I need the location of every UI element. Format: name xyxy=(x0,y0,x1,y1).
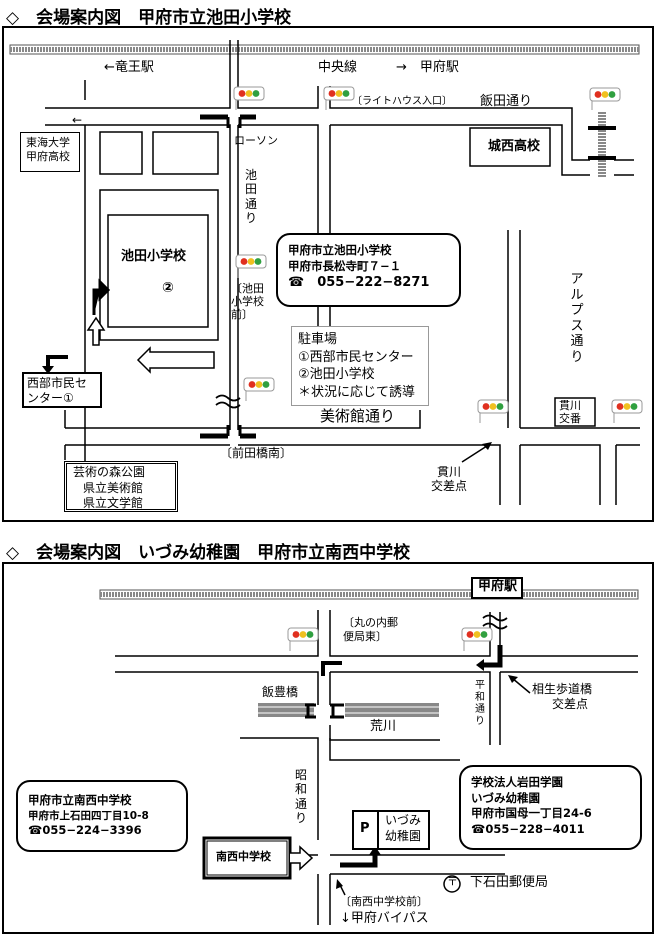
nansei-jhs-info-card: 甲府市立南西中学校 甲府市上石田四丁目10-8 ☎055−224−3396 xyxy=(16,780,188,852)
nishibu-line2: ンター① xyxy=(27,391,74,405)
map2-frame xyxy=(2,562,654,934)
nansei-jhs-building-label: 南西中学校 xyxy=(216,850,271,863)
izumi-info-phone: ☎055−228−4011 xyxy=(471,821,585,836)
izumi-box-line1: いづみ xyxy=(385,813,422,827)
aioi-footbridge-line2: 交差点 xyxy=(552,697,589,711)
showa-street-label: 昭和通り xyxy=(294,768,307,826)
parking-item-2: ②池田小学校 xyxy=(298,367,375,383)
izumi-info-address: 甲府市国母一丁目24-6 xyxy=(471,806,592,821)
shimoishida-post-office-label: 下石田郵便局 xyxy=(470,875,549,890)
post-office-icon: 〒 xyxy=(447,875,458,888)
ikeda-street-label: 池田通り xyxy=(244,168,257,226)
ikeda-school-name: 池田小学校 xyxy=(121,249,187,264)
ikeda-school-mae-label: 〔池田小学校前〕 xyxy=(231,282,264,322)
alps-street-label: アルプス通り xyxy=(570,272,584,365)
nansei-jhs-info-address: 甲府市上石田四丁目10-8 xyxy=(28,809,149,822)
izumi-box-line2: 幼稚園 xyxy=(385,829,422,843)
map2-title: ◇ 会場案内図 いづみ幼稚園 甲府市立南西中学校 xyxy=(6,543,411,563)
josei-hs-label: 城西高校 xyxy=(488,139,541,154)
prefectural-art-museum-label: 県立美術館 xyxy=(83,480,144,495)
lawson-label: ローソン xyxy=(234,134,278,147)
tokai-univ-kofu-hs-box: 東海大学 甲府高校 xyxy=(20,132,80,172)
nukigawa-intersection-line2: 交差点 xyxy=(431,479,468,493)
parking-item-3: ＊状況に応じて誘導 xyxy=(298,384,416,400)
heiwa-street-label: 平和通り xyxy=(475,680,485,727)
nukigawa-koban-line1: 貫川 xyxy=(559,399,581,412)
izumi-kindergarten-info-card: 学校法人岩田学園 いづみ幼稚園 甲府市国母一丁目24-6 ☎055−228−40… xyxy=(459,765,642,850)
map1-frame xyxy=(2,26,654,522)
art-forest-park-box: 芸術の森公園 県立美術館 県立文学館 xyxy=(64,461,178,512)
nansei-jhs-mae-label: 〔南西中学校前〕 xyxy=(340,895,428,908)
ikeda-school-info-name: 甲府市立池田小学校 xyxy=(288,243,392,257)
prefectural-literature-museum-label: 県立文学館 xyxy=(83,496,144,511)
ikeda-school-info-card: 甲府市立池田小学校 甲府市長松寺町７−１ ☎ 055−222−8271 xyxy=(276,233,461,307)
lighthouse-entrance-label: 〔ライトハウス入口〕 xyxy=(352,96,452,107)
marunouchi-post-office-label: 〔丸の内郵便局東〕 xyxy=(343,616,398,644)
parking-info-box: 駐車場 ①西部市民センター ②池田小学校 ＊状況に応じて誘導 xyxy=(291,326,429,406)
ikeda-school-info-address: 甲府市長松寺町７−１ xyxy=(288,258,402,273)
izumi-info-name: いづみ幼稚園 xyxy=(471,790,540,805)
kofu-station-label: 甲府駅 xyxy=(478,579,518,594)
art-forest-park-label: 芸術の森公園 xyxy=(73,465,146,479)
ikeda-school-info-phone: ☎ 055−222−8271 xyxy=(288,275,430,291)
kofu-bypass-label: ↓甲府バイパス xyxy=(340,911,429,926)
parking-title: 駐車場 xyxy=(298,332,338,347)
iitoyobashi-label: 飯豊橋 xyxy=(262,685,299,699)
parking-p-label: P xyxy=(360,821,370,836)
izumi-info-org: 学校法人岩田学園 xyxy=(471,775,563,789)
nishibu-center-box: 西部市民セ ンター① xyxy=(22,372,102,408)
west-station-label: ←竜王駅 xyxy=(104,60,154,75)
nukigawa-koban-line2: 交番 xyxy=(559,412,581,425)
nukigawa-intersection-line1: 貫川 xyxy=(437,465,462,479)
ikeda-school-parking-number: ② xyxy=(162,280,174,296)
maedabashi-label: 〔前田橋南〕 xyxy=(220,446,293,460)
nishibu-line1: 西部市民セ xyxy=(27,376,88,390)
traffic-signal-icon xyxy=(233,86,265,110)
map1-title: ◇ 会場案内図 甲府市立池田小学校 xyxy=(6,8,292,28)
tokai-line1: 東海大学 xyxy=(26,136,70,149)
nansei-jhs-info-phone: ☎055−224−3396 xyxy=(28,822,142,837)
iida-street-label: 飯田通り xyxy=(480,94,533,109)
railway-line-label: 中央線 xyxy=(318,60,358,75)
tokai-arrow: ← xyxy=(72,113,83,127)
nansei-jhs-info-name: 甲府市立南西中学校 xyxy=(28,793,132,807)
aioi-footbridge-line1: 相生歩道橋 xyxy=(532,682,593,696)
bijutsukan-street-label: 美術館通り xyxy=(320,407,396,425)
arakawa-label: 荒川 xyxy=(370,719,397,734)
tokai-line2: 甲府高校 xyxy=(26,149,70,163)
east-station-label: → 甲府駅 xyxy=(396,60,459,75)
parking-item-1: ①西部市民センター xyxy=(298,349,414,365)
